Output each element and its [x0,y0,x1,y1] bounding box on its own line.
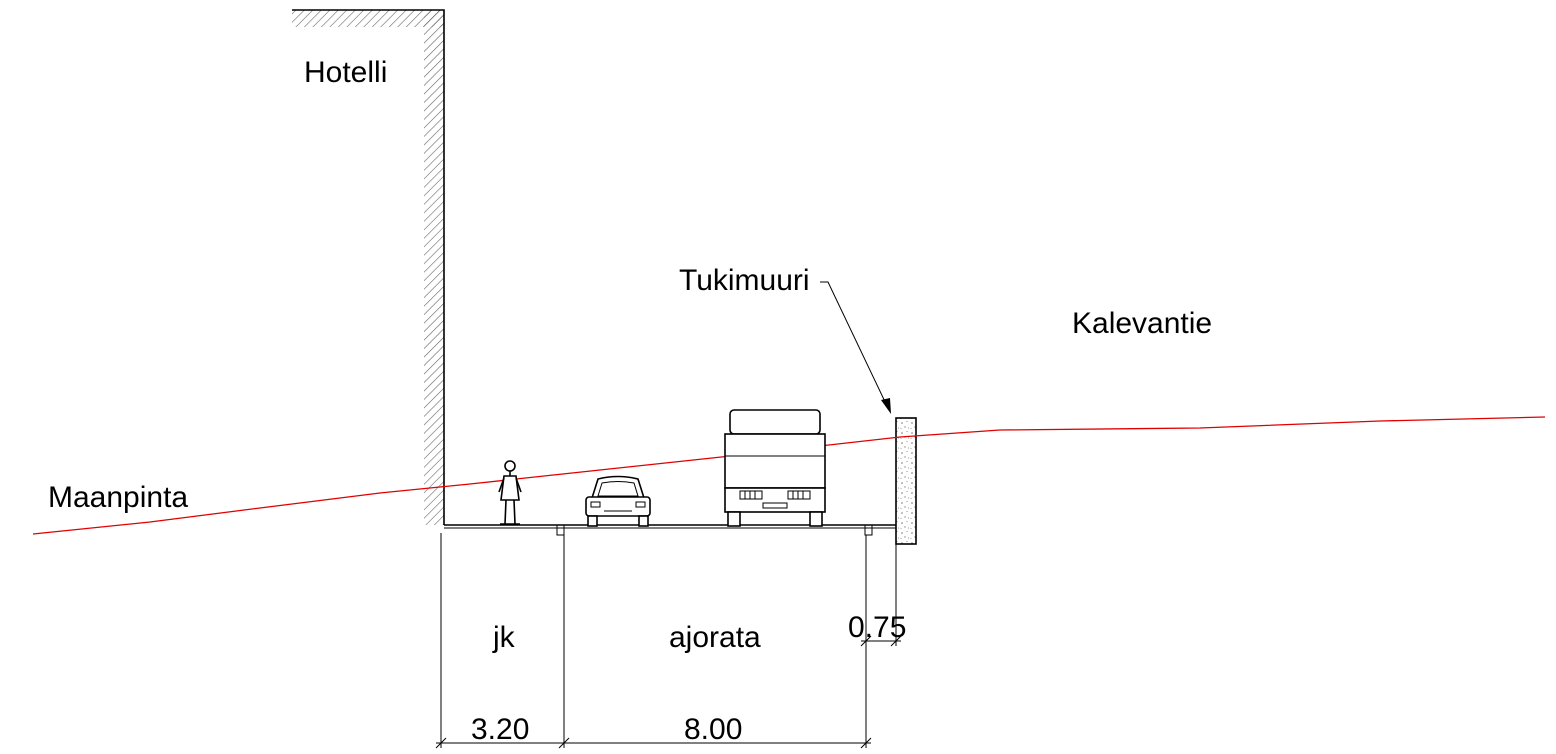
car-icon [585,475,651,527]
ground-line [32,416,1546,535]
retaining-wall-label: Tukimuuri [679,264,810,297]
sidewalk-width-dimension: 3.20 [471,713,529,746]
truck-icon [724,409,826,527]
retaining-wall [895,417,917,545]
carriageway-width-dimension: 8.00 [684,713,742,746]
dimension-lines [435,533,902,749]
hotel-wall [292,9,445,525]
road-surface [444,524,896,536]
retaining-wall-leader [820,281,891,414]
street-label: Kalevantie [1072,307,1212,340]
sidewalk-label: jk [492,621,516,654]
ground-line-label: Maanpinta [48,481,188,514]
building-label: Hotelli [304,56,387,89]
wall-gap-dimension: 0.75 [848,611,906,644]
carriageway-label: ajorata [669,621,761,654]
pedestrian-icon [498,460,522,525]
